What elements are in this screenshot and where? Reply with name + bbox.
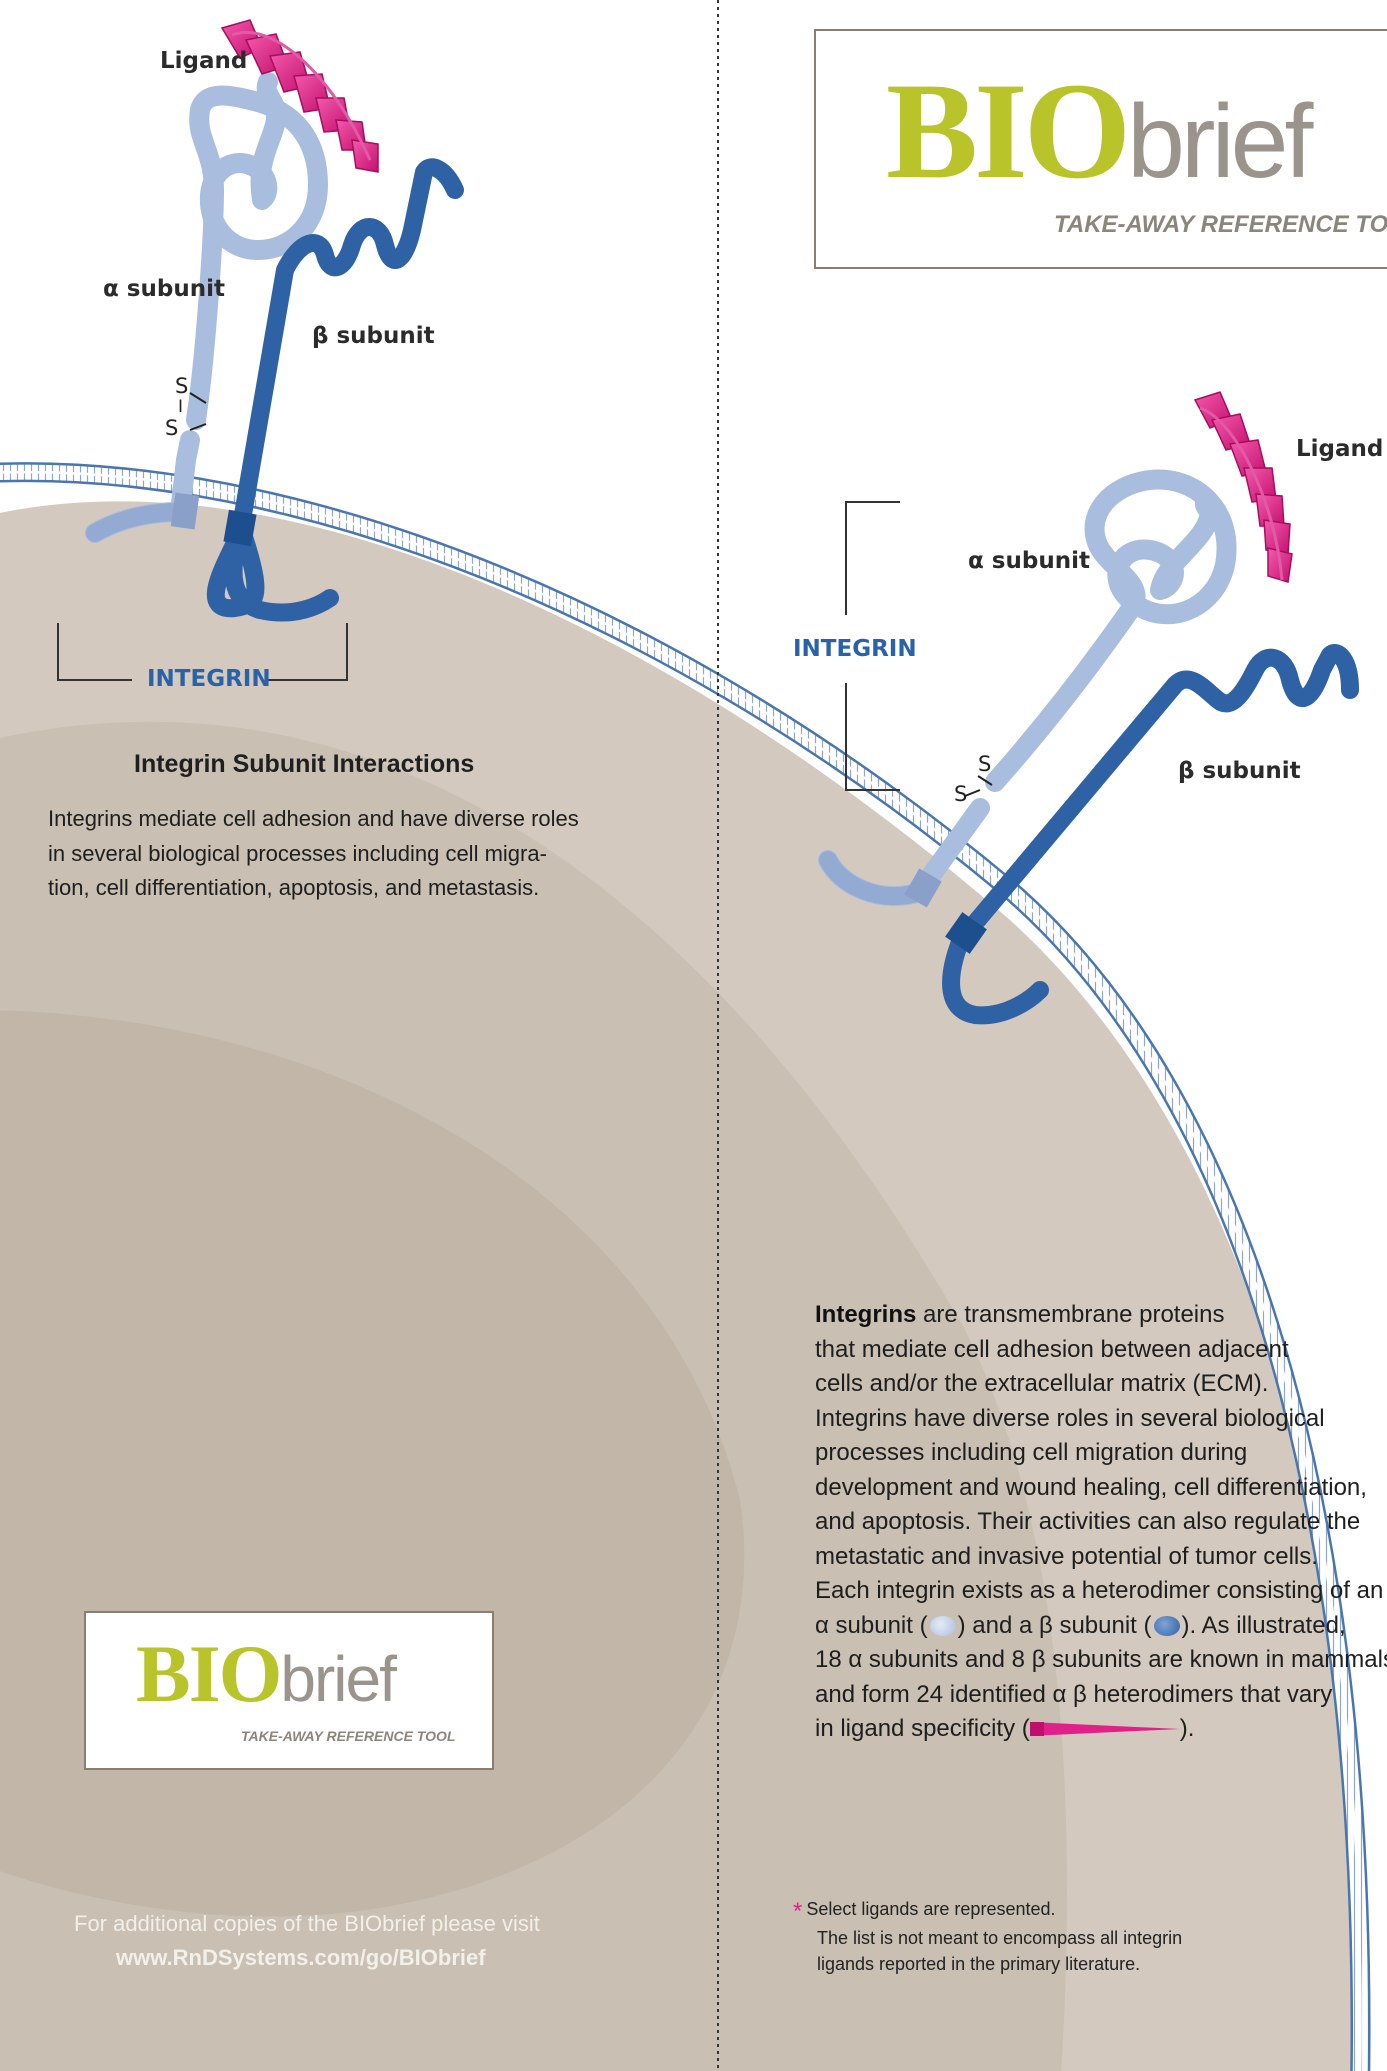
left-logo-box: BIObrief TAKE-AWAY REFERENCE TOOL — [84, 1611, 494, 1770]
subunit-text-c: ). As illustrated, — [1182, 1612, 1346, 1639]
left-heading: Integrin Subunit Interactions — [134, 750, 474, 779]
left-integrin-label: INTEGRIN — [147, 666, 271, 692]
right-body-line-1: that mediate cell adhesion between adjac… — [815, 1333, 1387, 1368]
footnote-text-1: Select ligands are represented. — [806, 1899, 1055, 1919]
right-body-intro-bold: Integrins — [815, 1301, 916, 1328]
right-logo-box: BIObrief TAKE-AWAY REFERENCE TOOL — [814, 29, 1387, 269]
right-body-line-5: development and wound healing, cell diff… — [815, 1471, 1387, 1506]
left-logo-bio: BIO — [136, 1628, 280, 1719]
right-body-line-8: Each integrin exists as a heterodimer co… — [815, 1574, 1387, 1609]
left-logo-tagline: TAKE-AWAY REFERENCE TOOL — [241, 1728, 455, 1744]
right-body-subunit-line: α subunit ( ) and a β subunit ( ). As illu… — [815, 1609, 1387, 1644]
footnote-line-3: ligands reported in the primary literatu… — [793, 1951, 1182, 1977]
right-logo-brief: brief — [1127, 84, 1309, 200]
footnote-line-2: The list is not meant to encompass all i… — [793, 1925, 1182, 1951]
right-ligand-label: Ligand — [1296, 436, 1383, 462]
right-body-line-2: cells and/or the extracellular matrix (E… — [815, 1367, 1387, 1402]
right-disulfide-top: S — [978, 752, 991, 776]
left-ligand-label: Ligand — [160, 48, 247, 74]
left-disulfide-top: S — [175, 374, 188, 398]
right-logo-tagline: TAKE-AWAY REFERENCE TOOL — [1054, 211, 1387, 239]
left-disulfide-bottom: S — [165, 416, 178, 440]
left-body-line-3: tion, cell differentiation, apoptosis, a… — [48, 871, 579, 906]
right-body-line-6: and apoptosis. Their activities can also… — [815, 1505, 1387, 1540]
right-body: Integrins are transmembrane proteins tha… — [815, 1298, 1387, 1747]
right-logo-bio: BIO — [886, 54, 1127, 207]
footnote-star-icon: * — [793, 1898, 802, 1925]
right-body-line-4: processes including cell migration durin… — [815, 1436, 1387, 1471]
beta-chip-icon — [1154, 1616, 1180, 1636]
right-logo-wordmark: BIObrief — [886, 51, 1309, 210]
right-integrin-label: INTEGRIN — [793, 636, 917, 662]
left-logo-brief: brief — [280, 1643, 395, 1715]
left-footer-line-2: www.RnDSystems.com/go/BIObrief — [116, 1945, 486, 1971]
left-beta-tm — [223, 510, 256, 546]
right-body-intro: Integrins are transmembrane proteins — [815, 1298, 1387, 1333]
right-alpha-label: α subunit — [968, 548, 1090, 574]
specificity-text-a: in ligand specificity ( — [815, 1715, 1030, 1742]
specificity-text-b: ). — [1180, 1715, 1195, 1742]
right-beta-label: β subunit — [1178, 758, 1301, 784]
right-footnote: *Select ligands are represented. The lis… — [793, 1896, 1182, 1977]
left-body: Integrins mediate cell adhesion and have… — [48, 802, 579, 906]
left-body-line-1: Integrins mediate cell adhesion and have… — [48, 802, 579, 837]
left-disulfide-bar: I — [178, 397, 183, 417]
right-body-specificity-line: in ligand specificity (). — [815, 1712, 1387, 1747]
right-ligand — [1195, 392, 1292, 582]
left-alpha-label: α subunit — [103, 276, 225, 302]
left-body-line-2: in several biological processes includin… — [48, 837, 579, 872]
subunit-text-b: ) and a β subunit ( — [958, 1612, 1152, 1639]
alpha-chip-icon — [930, 1616, 956, 1636]
right-body-line-7: metastatic and invasive potential of tum… — [815, 1540, 1387, 1575]
left-footer-line-1: For additional copies of the BIObrief pl… — [74, 1911, 540, 1937]
right-body-heterodimer-line: and form 24 identified α β heterodimers … — [815, 1678, 1387, 1713]
right-body-line-3: Integrins have diverse roles in several … — [815, 1402, 1387, 1437]
right-disulfide-bottom: S — [954, 782, 967, 806]
footnote-line-1: *Select ligands are represented. — [793, 1896, 1182, 1925]
subunit-text-a: α subunit ( — [815, 1612, 928, 1639]
right-body-counts-line: 18 α subunits and 8 β subunits are known… — [815, 1643, 1387, 1678]
left-logo-wordmark: BIObrief — [136, 1627, 395, 1721]
specificity-wedge-icon — [1030, 1719, 1180, 1739]
left-alpha-tm — [171, 492, 199, 529]
right-body-intro-rest: are transmembrane proteins — [916, 1301, 1224, 1328]
left-beta-label: β subunit — [312, 323, 435, 349]
